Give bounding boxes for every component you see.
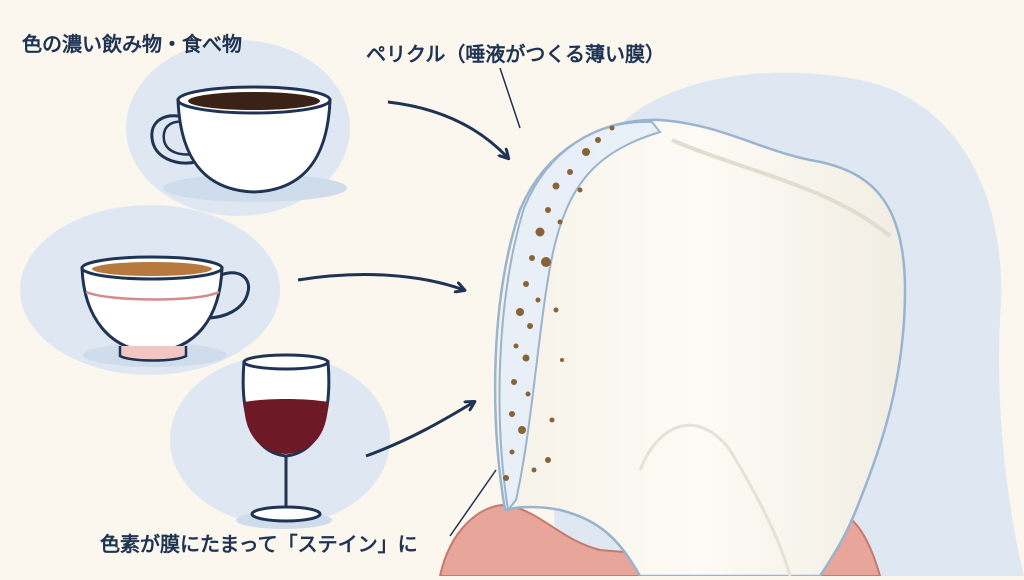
arrow-coffee-to-tooth <box>387 100 508 158</box>
stain-dots <box>503 125 615 481</box>
pellicle-leader-line <box>499 67 521 129</box>
coffee-cup-icon <box>150 85 347 202</box>
label-drinks-foods: 色の濃い飲み物・食べ物 <box>22 32 242 56</box>
stain-leader-line <box>449 469 497 537</box>
wine-glass-icon <box>236 353 332 529</box>
arrow-wine-to-tooth <box>365 402 474 458</box>
label-stain: 色素が膜にたまって「ステイン」に <box>100 532 418 556</box>
tea-cup-icon <box>80 255 251 367</box>
arrow-tea-to-tooth <box>297 273 464 290</box>
label-pellicle: ペリクル（唾液がつくる薄い膜） <box>366 42 665 66</box>
pellicle-layer <box>498 120 662 513</box>
tooth <box>493 118 907 578</box>
